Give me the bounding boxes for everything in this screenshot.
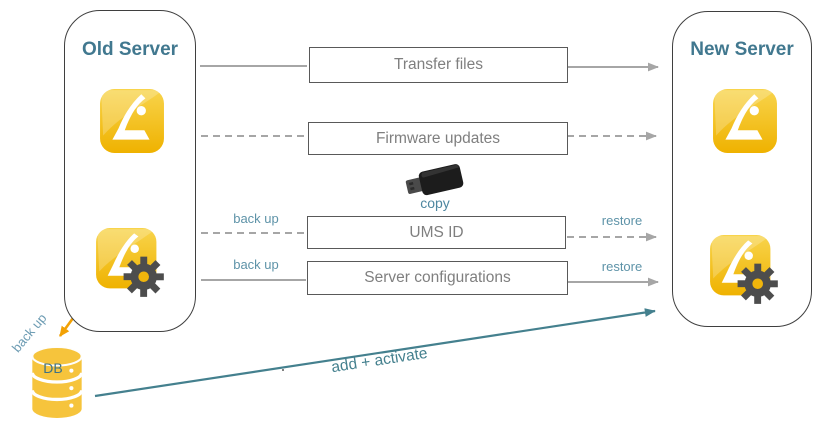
ums-app-icon (713, 89, 777, 153)
ums-app-gear-icon (96, 228, 164, 297)
database-icon (30, 346, 84, 418)
usb-stick-icon (405, 164, 464, 196)
step-label: Firmware updates (375, 129, 501, 147)
restore-label-ums-id: restore (601, 213, 643, 228)
backup-label-ums-id: back up (233, 211, 279, 226)
restore-label-config: restore (601, 259, 643, 274)
step-box-firmware-updates: Firmware updates (308, 122, 568, 155)
ums-app-gear-icon (710, 235, 778, 304)
new-server-title: New Server (690, 39, 794, 60)
old-server-title: Old Server (81, 39, 179, 60)
step-label: Server configurations (364, 269, 511, 286)
step-label: Transfer files (393, 56, 483, 73)
ums-app-icon (100, 89, 164, 153)
step-box-ums-id: UMS ID (307, 216, 566, 249)
stray-dot (282, 369, 284, 371)
backup-label-config: back up (233, 257, 279, 272)
db-label: DB (43, 360, 63, 376)
step-label: UMS ID (409, 223, 464, 241)
step-box-server-configurations: Server configurations (307, 261, 568, 295)
copy-label: copy (420, 195, 450, 211)
step-box-transfer-files: Transfer files (309, 47, 568, 83)
add-activate-label: add + activate (330, 344, 429, 377)
